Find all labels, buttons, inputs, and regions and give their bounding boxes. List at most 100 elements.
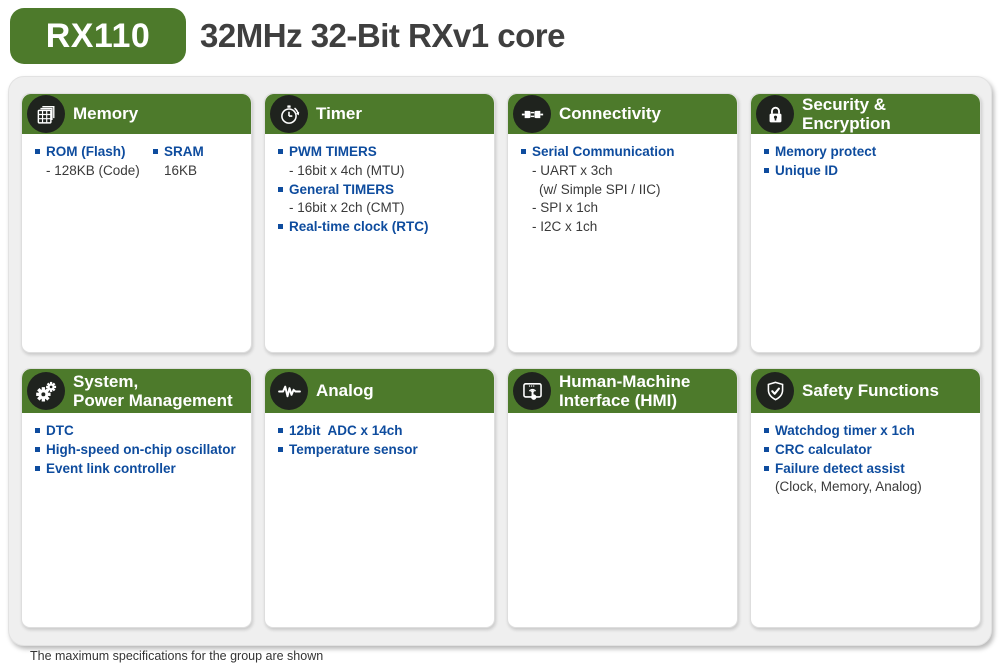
footnote: The maximum specifications for the group… <box>30 649 324 663</box>
card-title: Connectivity <box>559 104 662 124</box>
feature-subitem: (w/ Simple SPI / IIC) <box>520 181 727 199</box>
card-hmi: Human-Machine Interface (HMI) <box>507 368 738 628</box>
card-system-power-header: System, Power Management <box>22 369 251 413</box>
feature-item: Temperature sensor <box>277 441 484 459</box>
feature-text: - 16bit x 4ch (MTU) <box>289 162 405 178</box>
feature-text: (w/ Simple SPI / IIC) <box>539 181 661 197</box>
feature-text: Failure detect assist <box>775 460 905 476</box>
card-title: System, Power Management <box>73 371 233 410</box>
feature-item: 12bit ADC x 14ch <box>277 422 484 440</box>
card-security-header: Security & Encryption <box>751 94 980 134</box>
feature-text: CRC calculator <box>775 441 872 457</box>
feature-item: SRAM <box>152 143 204 161</box>
spec-panel: Memory ROM (Flash) - 128KB (Code) SRAM 16K… <box>8 76 992 646</box>
card-connectivity-header: Connectivity <box>508 94 737 134</box>
card-safety-header: Safety Functions <box>751 369 980 413</box>
bullet-square-icon <box>35 428 40 433</box>
bullet-square-icon <box>278 224 283 230</box>
card-memory: Memory ROM (Flash) - 128KB (Code) SRAM 16K… <box>21 93 252 353</box>
feature-item: High-speed on-chip oscillator <box>34 441 241 459</box>
feature-subitem: - I2C x 1ch <box>520 218 727 236</box>
memory-rom-column: ROM (Flash) - 128KB (Code) <box>34 143 152 181</box>
feature-text: Real-time clock (RTC) <box>289 219 429 235</box>
card-grid: Memory ROM (Flash) - 128KB (Code) SRAM 16K… <box>21 93 981 628</box>
card-memory-header: Memory <box>22 94 251 134</box>
feature-item: Serial Communication <box>520 143 727 161</box>
feature-subitem: - SPI x 1ch <box>520 199 727 217</box>
card-system-power: System, Power Management DTC High-speed o… <box>21 368 252 628</box>
feature-item: Unique ID <box>763 162 970 180</box>
bullet-square-icon <box>521 149 526 154</box>
feature-subitem: - UART x 3ch <box>520 162 727 180</box>
feature-text: Memory protect <box>775 144 877 159</box>
feature-item: ROM (Flash) <box>34 143 152 161</box>
feature-item: Watchdog timer x 1ch <box>763 422 970 440</box>
feature-text: - I2C x 1ch <box>532 219 598 235</box>
product-badge: RX110 <box>10 8 186 64</box>
bullet-square-icon <box>278 186 283 192</box>
feature-text: Unique ID <box>775 162 838 178</box>
card-title: Analog <box>316 381 374 401</box>
bullet-square-icon <box>278 149 283 154</box>
feature-text: - 128KB (Code) <box>46 162 140 178</box>
card-memory-body: ROM (Flash) - 128KB (Code) SRAM 16KB <box>22 134 251 189</box>
card-timer-body: PWM TIMERS- 16bit x 4ch (MTU) General TIM… <box>265 134 494 245</box>
feature-text: Watchdog timer x 1ch <box>775 423 915 438</box>
card-title: Security & Encryption <box>802 94 891 133</box>
feature-text: 12bit ADC x 14ch <box>289 423 403 438</box>
feature-item: CRC calculator <box>763 441 970 459</box>
bullet-square-icon <box>278 446 283 452</box>
feature-item: General TIMERS <box>277 181 484 199</box>
memory-sram-column: SRAM 16KB <box>152 143 204 181</box>
feature-item: DTC <box>34 422 241 440</box>
card-title: Human-Machine Interface (HMI) <box>559 371 691 410</box>
feature-item: Event link controller <box>34 460 241 478</box>
feature-item: PWM TIMERS <box>277 143 484 161</box>
feature-text: High-speed on-chip oscillator <box>46 441 236 457</box>
shield-check-icon <box>756 372 794 410</box>
feature-text: Serial Communication <box>532 144 675 159</box>
waveform-icon <box>270 372 308 410</box>
bullet-square-icon <box>35 149 40 154</box>
card-title: Safety Functions <box>802 381 939 401</box>
feature-text: DTC <box>46 423 74 438</box>
card-connectivity-body: Serial Communication - UART x 3ch (w/ Simp… <box>508 134 737 245</box>
bullet-square-icon <box>764 465 769 471</box>
memory-chip-icon <box>27 95 65 133</box>
feature-item: Real-time clock (RTC) <box>277 218 484 236</box>
card-connectivity: Connectivity Serial Communication - UART … <box>507 93 738 353</box>
plug-icon <box>513 95 551 133</box>
feature-text: ROM (Flash) <box>46 144 126 159</box>
card-timer-header: Timer <box>265 94 494 134</box>
feature-subitem: - 16bit x 2ch (CMT) <box>277 199 484 217</box>
feature-text: 16KB <box>164 162 198 178</box>
card-hmi-body <box>508 413 737 430</box>
touchscreen-icon <box>513 372 551 410</box>
bullet-square-icon <box>153 149 158 154</box>
bullet-square-icon <box>764 446 769 452</box>
card-title: Timer <box>316 104 362 124</box>
feature-text: - 16bit x 2ch (CMT) <box>289 200 405 216</box>
feature-subitem: (Clock, Memory, Analog) <box>763 478 970 496</box>
page-title: 32MHz 32-Bit RXv1 core <box>200 17 565 54</box>
card-title: Memory <box>73 104 139 124</box>
stopwatch-icon <box>270 95 308 133</box>
feature-text: SRAM <box>164 144 204 159</box>
page-header: RX110 32MHz 32-Bit RXv1 core <box>0 0 1000 70</box>
feature-text: (Clock, Memory, Analog) <box>775 479 922 495</box>
card-analog-header: Analog <box>265 369 494 413</box>
bullet-square-icon <box>35 465 40 471</box>
gears-icon <box>27 372 65 410</box>
bullet-square-icon <box>35 446 40 452</box>
bullet-square-icon <box>764 428 769 433</box>
feature-subitem: 16KB <box>152 162 204 180</box>
feature-text: Event link controller <box>46 460 176 476</box>
feature-text: - UART x 3ch <box>532 162 613 178</box>
